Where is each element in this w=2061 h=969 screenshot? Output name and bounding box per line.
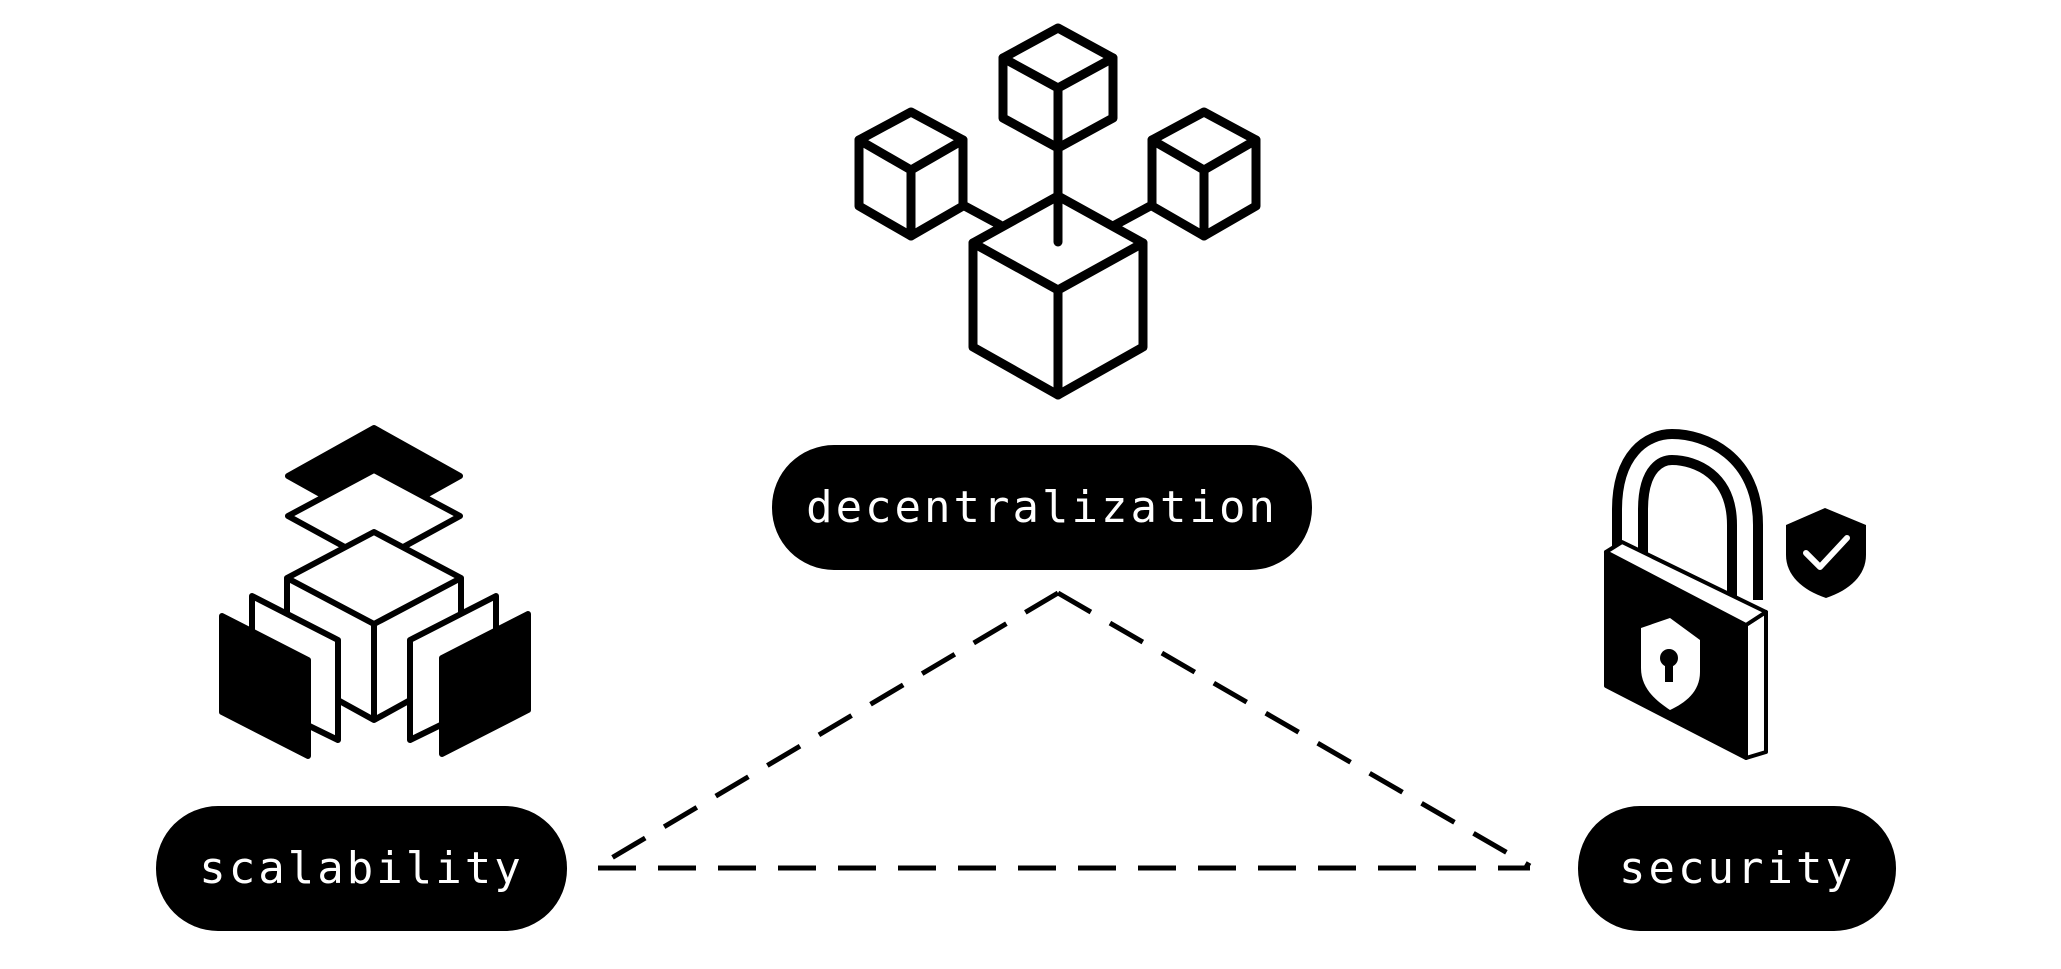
edge-decentralization-security bbox=[1056, 590, 1532, 869]
scalability-label: scalability bbox=[156, 806, 567, 931]
layered-cubes-icon bbox=[219, 425, 531, 759]
edges bbox=[596, 590, 1532, 871]
security-label: security bbox=[1578, 806, 1896, 931]
edge-decentralization-scalability bbox=[596, 590, 1060, 869]
padlock-shield-icon bbox=[1604, 429, 1866, 760]
network-cubes-icon bbox=[854, 23, 1261, 400]
decentralization-label: decentralization bbox=[772, 445, 1312, 570]
